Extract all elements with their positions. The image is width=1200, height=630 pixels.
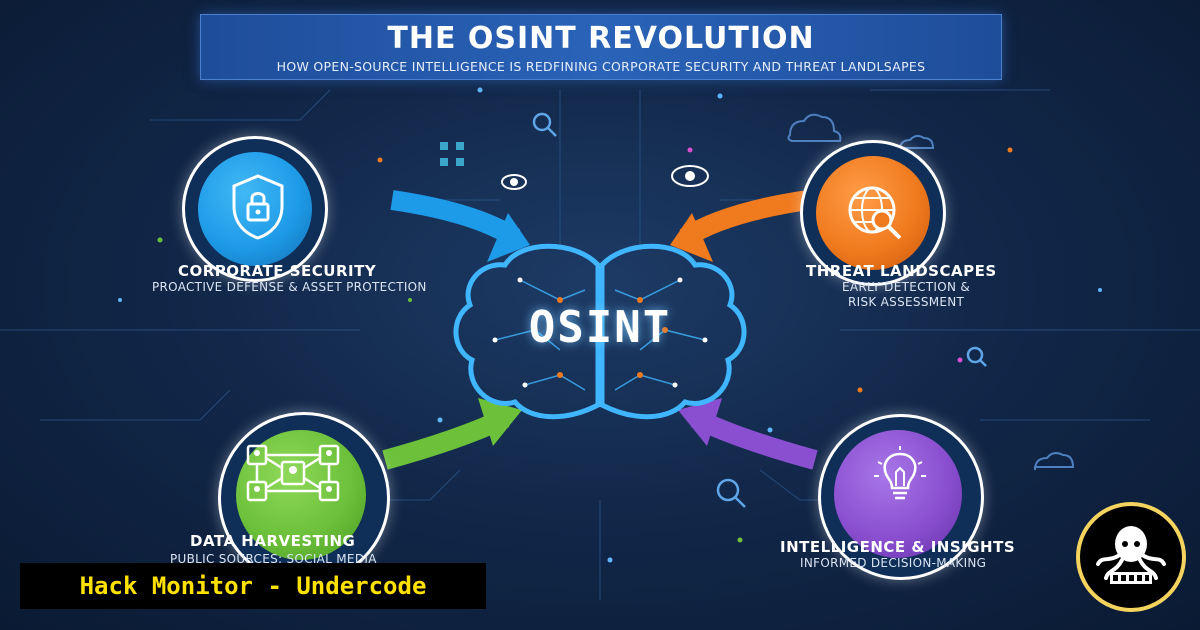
data-harvesting-subtitle: PUBLIC SOURCES: SOCIAL MEDIA [170,552,377,566]
network-users-icon [246,444,340,502]
eye-icon [501,165,709,190]
brand-logo [1076,502,1186,612]
page-subtitle: HOW OPEN-SOURCE INTELLIGENCE IS REDFININ… [276,59,926,74]
threat-landscapes-subtitle-1: EARLY DETECTION & [842,280,971,294]
title-banner: THE OSINT REVOLUTION HOW OPEN-SOURCE INT… [200,14,1002,80]
page-title: THE OSINT REVOLUTION [387,21,815,56]
threat-landscapes-circle [816,156,930,270]
intelligence-insights-subtitle: INFORMED DECISION-MAKING [800,556,987,570]
shield-lock-icon [232,174,284,240]
data-harvesting-title: DATA HARVESTING [190,532,356,550]
brain-graphic [453,243,747,420]
osint-center-label: OSINT [528,302,672,353]
threat-landscapes-title: THREAT LANDSCAPES [806,262,997,280]
corporate-security-circle [198,152,312,266]
intelligence-insights-title: INTELLIGENCE & INSIGHTS [780,538,1016,556]
threat-landscapes-subtitle-2: RISK ASSESSMENT [848,295,965,309]
brand-label: Hack Monitor - Undercode [20,563,486,609]
octopus-icon [1096,526,1166,584]
globe-search-icon [848,186,902,240]
corporate-security-subtitle: PROACTIVE DEFENSE & ASSET PROTECTION [152,280,427,294]
corporate-security-title: CORPORATE SECURITY [178,262,377,280]
lightbulb-icon [874,446,926,500]
